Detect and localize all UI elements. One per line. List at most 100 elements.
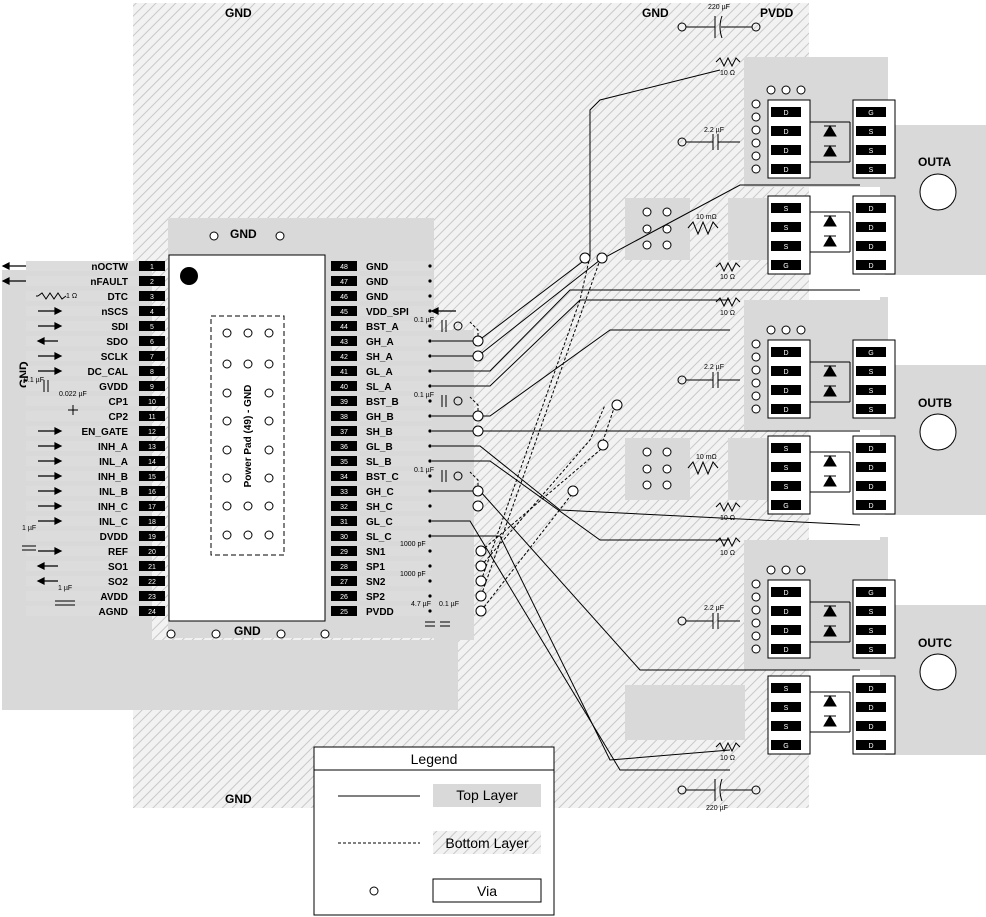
mosfet-symbol	[809, 211, 851, 253]
pin-number-box	[139, 381, 165, 391]
legend-via-symbol	[369, 886, 379, 896]
pin-pad-dot	[428, 399, 432, 403]
pin-name: SN2	[366, 577, 386, 588]
cap-a-value: 2.2 µF	[704, 127, 724, 134]
pin-pad-dot	[428, 264, 432, 268]
fet-via	[751, 391, 761, 401]
pin-number-box	[139, 351, 165, 361]
pin-number-box	[331, 516, 357, 526]
pin-name: SH_B	[366, 427, 393, 438]
bulk-cap-top-value: 220 µF	[708, 4, 730, 11]
zone-gnd-ic-top: GND	[230, 227, 257, 241]
fet-pin-label: S	[784, 484, 789, 491]
sn2-cap-value: 1000 pF	[400, 571, 426, 578]
pin-number-box	[331, 291, 357, 301]
pin-number: 44	[340, 324, 348, 331]
pin-name: GVDD	[99, 382, 128, 393]
pin-pad-dot	[428, 594, 432, 598]
pin-name: INH_B	[98, 472, 128, 483]
res-b-top: 10 Ω	[720, 310, 735, 317]
pin-number-box	[331, 276, 357, 286]
mosfet-symbol	[809, 361, 851, 403]
output-c-terminal	[919, 653, 957, 691]
legend-title: Legend	[411, 751, 458, 767]
fet-pin-label: G	[783, 743, 788, 750]
pin-number-box	[139, 531, 165, 541]
pin-number: 7	[150, 354, 154, 361]
pin-name: nSCS	[101, 307, 128, 318]
pin-name: SDI	[111, 322, 128, 333]
output-terminals: OUTA OUTB OUTC	[918, 155, 957, 691]
fet-via	[751, 404, 761, 414]
pin-number: 34	[340, 474, 348, 481]
left-passive-labels: 1 Ω 0.1 µF 0.022 µF 1 µF 1 µF	[22, 293, 87, 592]
fet-pin-label: S	[784, 705, 789, 712]
cp-cap-value: 0.022 µF	[59, 391, 87, 398]
pvdd-cap1-value: 4.7 µF	[411, 601, 431, 608]
fet-pin-label: D	[783, 609, 788, 616]
fet-via	[751, 365, 761, 375]
pin-pad-dot	[428, 504, 432, 508]
pin-number-box	[331, 306, 357, 316]
pin-number: 47	[340, 279, 348, 286]
pin-name: INH_A	[98, 442, 128, 453]
pin-name: SL_A	[366, 382, 392, 393]
pin-number: 37	[340, 429, 348, 436]
mosfet-symbol	[809, 601, 851, 643]
legend-top-layer: Top Layer	[456, 787, 518, 803]
pin-name: GL_B	[366, 442, 393, 453]
pin-name: SH_A	[366, 352, 393, 363]
pin-pad-dot	[428, 564, 432, 568]
fet-pin-label: S	[869, 647, 874, 654]
pin-pad-dot	[428, 429, 432, 433]
pin-number-box	[331, 561, 357, 571]
shunt-a-value: 10 mΩ	[696, 214, 717, 221]
pin-name: SP1	[366, 562, 385, 573]
mosfet-symbol	[809, 691, 851, 733]
fet-pin-label: D	[868, 206, 873, 213]
fet-via	[751, 125, 761, 135]
pin-pad-dot	[428, 534, 432, 538]
pin-number: 18	[148, 519, 156, 526]
pin-pad-dot	[428, 324, 432, 328]
pin-name: SL_B	[366, 457, 392, 468]
pin-number: 45	[340, 309, 348, 316]
fet-pin-label: S	[869, 167, 874, 174]
fet-via	[751, 605, 761, 615]
pin-name: CP2	[109, 412, 129, 423]
pin-number: 23	[148, 594, 156, 601]
fet-pin-label: G	[868, 110, 873, 117]
fet-pin-label: D	[868, 743, 873, 750]
mosfet-symbol	[809, 121, 851, 163]
res-a-bottom: 10 Ω	[720, 274, 735, 281]
pin-number: 32	[340, 504, 348, 511]
pin-pad-dot	[428, 519, 432, 523]
pin-pad-dot	[428, 459, 432, 463]
pin-number-box	[139, 441, 165, 451]
fet-pin-label: D	[868, 503, 873, 510]
pin-pad-dot	[428, 279, 432, 283]
fet-pin-label: S	[869, 148, 874, 155]
pin-number: 48	[340, 264, 348, 271]
fet-via	[751, 352, 761, 362]
pin-number: 13	[148, 444, 156, 451]
pin-number-box	[331, 546, 357, 556]
fet-pin-label: D	[868, 446, 873, 453]
pin-number-box	[331, 366, 357, 376]
pin-number-box	[139, 606, 165, 616]
